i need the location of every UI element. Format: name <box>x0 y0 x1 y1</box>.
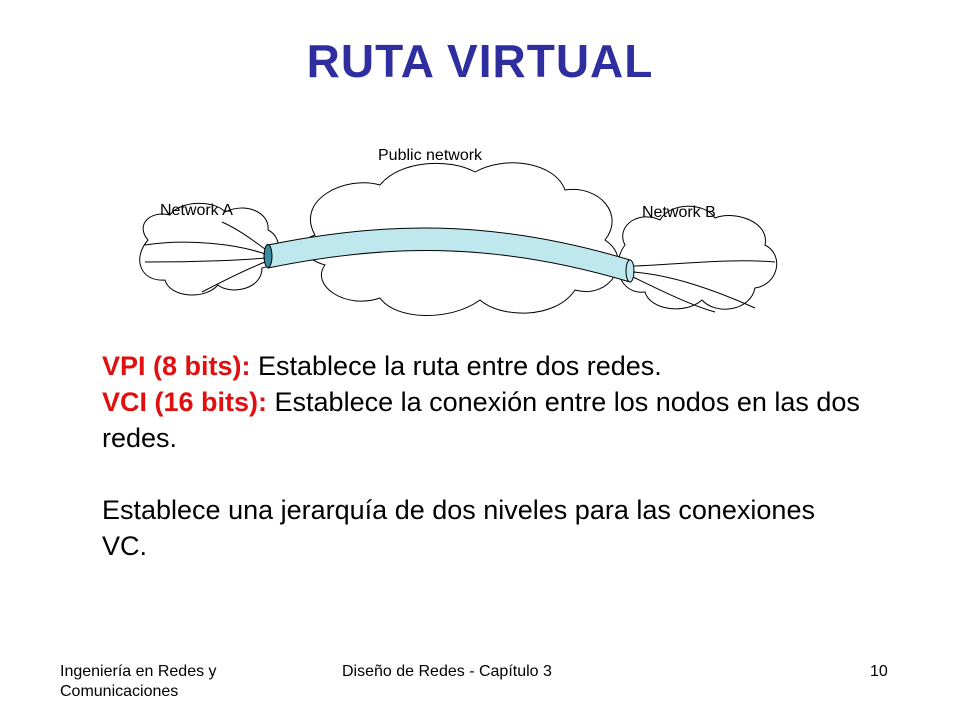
footer-chapter: Diseño de Redes - Capítulo 3 <box>342 663 552 680</box>
channel-a-3 <box>144 257 266 263</box>
channel-a-1 <box>221 221 266 250</box>
channel-a-2 <box>144 241 266 255</box>
vpi-line: VPI (8 bits): Establece la ruta entre do… <box>102 348 862 384</box>
channel-b-2 <box>632 271 756 309</box>
footer-course-line1: Ingeniería en Redes y <box>60 663 217 680</box>
public-network-label: Public network <box>378 147 483 164</box>
vpi-term: VPI (8 bits): <box>102 351 251 381</box>
slide-title: RUTA VIRTUAL <box>306 35 654 87</box>
tube-end-b <box>625 259 635 283</box>
page-number: 10 <box>870 663 888 680</box>
network-b-label: Network B <box>642 204 716 221</box>
channel-b-3 <box>632 276 716 313</box>
vci-line: VCI (16 bits): Establece la conexión ent… <box>102 384 862 456</box>
channel-b-1 <box>632 260 776 267</box>
channel-a-4 <box>201 261 266 293</box>
vpi-description: Establece la ruta entre dos redes. <box>250 351 662 381</box>
network-a-label: Network A <box>160 202 233 219</box>
footer-course-line2: Comunicaciones <box>60 683 179 700</box>
tube-end-a <box>263 244 273 268</box>
virtual-path-diagram: Public network Network A Network B <box>139 147 778 316</box>
network-b-cloud <box>617 205 778 310</box>
footer-course: Ingeniería en Redes y Comunicaciones <box>60 662 280 702</box>
hierarchy-paragraph: Establece una jerarquía de dos niveles p… <box>102 495 815 561</box>
vci-term: VCI (16 bits): <box>102 387 268 417</box>
vci-description: Establece la conexión entre los nodos en… <box>102 387 860 453</box>
slide-body: VPI (8 bits): Establece la ruta entre do… <box>102 348 862 564</box>
